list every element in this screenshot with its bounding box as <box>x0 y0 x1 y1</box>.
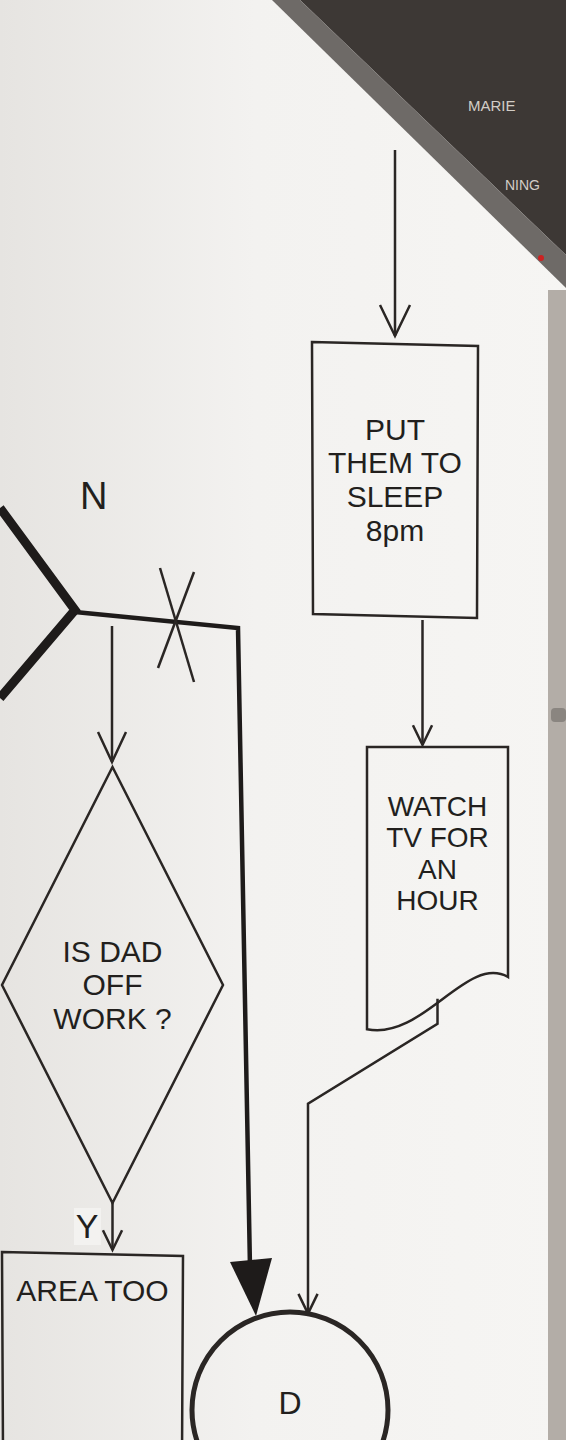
connector <box>103 1203 122 1250</box>
document-box: WATCH TV FOR AN HOUR <box>365 745 510 1035</box>
arrow-head <box>230 1258 272 1316</box>
node-text: AREA TOO <box>16 1274 169 1308</box>
connector-line <box>111 1203 114 1250</box>
outline-path <box>312 342 478 618</box>
ceiling-writing: MARIE <box>468 98 516 115</box>
decision-diamond: IS DAD OFF WORK ? <box>0 765 225 1205</box>
node-text: PUT THEM TO SLEEP 8pm <box>328 413 462 547</box>
connector <box>413 620 432 745</box>
node-text: WATCH TV FOR AN HOUR <box>379 791 496 916</box>
flow-line <box>111 626 114 762</box>
process-box: AREA TOO <box>0 1250 185 1440</box>
connector-line <box>421 620 424 745</box>
decision-outline <box>0 508 75 698</box>
incoming-line <box>394 150 397 336</box>
node-text-group: D <box>230 1386 350 1422</box>
connector <box>298 999 437 1314</box>
terminal-oval: D <box>190 1310 390 1440</box>
connector-line <box>308 999 438 1314</box>
node-text-group: AREA TOO <box>16 1274 169 1308</box>
edge-label: Y <box>74 1208 101 1245</box>
indicator-light <box>538 255 544 261</box>
outline-path <box>2 1252 183 1440</box>
outline-path <box>2 767 223 1203</box>
ceiling-beam <box>272 0 566 288</box>
arrow-head <box>98 732 126 762</box>
cross-mark <box>158 572 194 668</box>
node-text-group: WATCH TV FOR AN HOUR <box>379 791 496 916</box>
arrow-head <box>103 1230 122 1250</box>
arrow-head <box>413 725 432 745</box>
node-text: D <box>230 1386 350 1422</box>
process-box: PUT THEM TO SLEEP 8pm <box>310 340 480 620</box>
outline-path <box>367 747 508 1030</box>
node-text-group: IS DAD OFF WORK ? <box>43 935 183 1036</box>
arrow-head <box>380 305 410 336</box>
door-frame <box>548 290 566 1440</box>
node-text-group: PUT THEM TO SLEEP 8pm <box>328 413 462 547</box>
node-text: IS DAD OFF WORK ? <box>43 935 183 1036</box>
door-handle <box>551 708 566 722</box>
ceiling-writing: NING <box>505 178 540 193</box>
outline-path <box>192 1312 388 1440</box>
branch-label: N <box>80 476 107 518</box>
